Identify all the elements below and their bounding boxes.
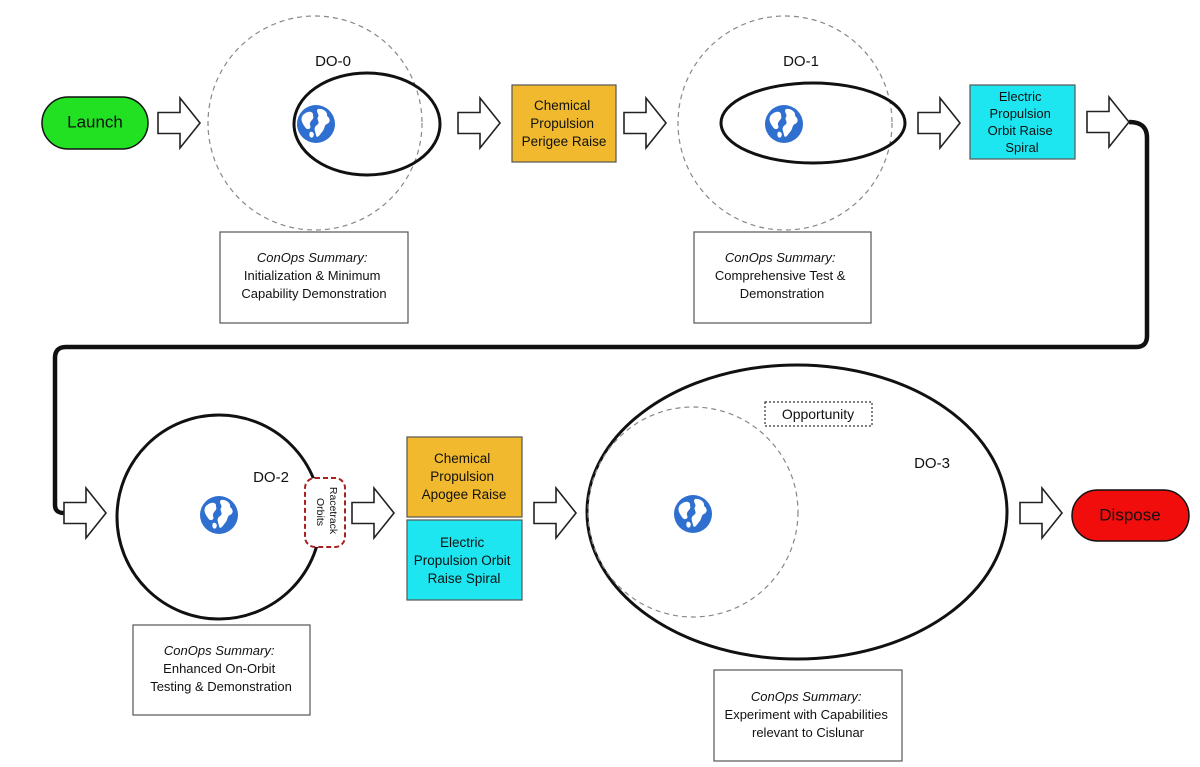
chem-apogee-line-2: Propulsion [430,469,494,484]
chem-perigee-line-3: Perigee Raise [522,134,607,149]
svg-text:Electric Propulsion Orbi: Electric Propulsion Orbit Raise Spiral [414,535,515,586]
elec-spiral-2-line-1: Electric [440,535,485,550]
flow-arrow-3 [623,95,668,151]
svg-text:Racetrack Orbits: Racetrack Orbits [314,487,339,537]
do1-summary-line-2: Demonstration [740,286,825,301]
do2-summary-box: ConOps Summary: Enhanced On-Orbit Testin… [132,624,311,716]
elec-spiral-1-line-1: Electric [999,89,1042,104]
summary-heading: ConOps Summary: [751,689,862,704]
racetrack-orbits-box [304,477,346,548]
earth-icon [765,105,803,143]
summary-heading: ConOps Summary: [164,643,275,658]
launch-node: Launch [41,96,149,150]
flow-arrow-9 [1019,485,1064,541]
row-connector-line [52,119,1150,516]
summary-heading: ConOps Summary: [257,250,368,265]
elec-spiral-2-node: Electric Propulsion Orbit Raise Spiral [406,519,523,601]
elec-spiral-1-line-4: Spiral [1005,140,1038,155]
earth-icon [200,496,238,534]
chem-perigee-node: Chemical Propulsion Perigee Raise [511,84,617,163]
svg-text:Chemical Propulsion: Chemical Propulsion Perigee Raise [522,98,607,149]
dispose-label: Dispose [1099,505,1160,524]
dispose-node: Dispose [1071,489,1190,542]
flow-arrow-2 [457,95,502,151]
do3-summary-line-2: relevant to Cislunar [752,725,865,740]
do2-orbit-group: DO-2 Racetrack Orbits [115,413,346,621]
do1-elliptical-orbit [719,81,907,165]
elec-spiral-1-node: Electric Propulsion Orbit Raise Spiral [969,84,1076,160]
svg-text:ConOps Summary: Experime: ConOps Summary: Experiment with Capabili… [725,689,892,740]
do0-summary-line-1: Initialization & Minimum [244,268,381,283]
svg-text:Electric Propulsion: Electric Propulsion Orbit Raise Spiral [988,89,1057,155]
opportunity-label: Opportunity [782,406,854,422]
flow-arrow-8 [533,485,578,541]
chem-apogee-node: Chemical Propulsion Apogee Raise [406,436,523,518]
svg-text:Chemical Propulsion: Chemical Propulsion Apogee Raise [422,451,507,502]
flow-arrows [63,94,1131,541]
do3-label: DO-3 [914,455,950,472]
flow-arrow-6 [63,485,108,541]
flow-arrow-7 [351,485,396,541]
elec-spiral-2-line-3: Raise Spiral [428,571,501,586]
svg-text:ConOps Summary: Initiali: ConOps Summary: Initialization & Minimum… [241,250,386,301]
do0-label: DO-0 [315,53,351,70]
chem-apogee-line-3: Apogee Raise [422,487,507,502]
svg-text:ConOps Summary: Comprehe: ConOps Summary: Comprehensive Test & Dem… [715,250,849,301]
flow-arrow-1 [157,95,202,151]
elec-spiral-1-line-3: Orbit Raise [988,123,1053,138]
elec-spiral-1-line-2: Propulsion [989,106,1050,121]
do3-elliptical-orbit [585,363,1009,661]
svg-text:ConOps Summary: Enhanced: ConOps Summary: Enhanced On-Orbit Testin… [150,643,292,694]
do1-summary-box: ConOps Summary: Comprehensive Test & Dem… [693,231,872,324]
do0-summary-line-2: Capability Demonstration [241,286,386,301]
do2-summary-line-1: Enhanced On-Orbit [163,661,275,676]
do3-summary-line-1: Experiment with Capabilities [725,707,889,722]
flow-arrow-5 [1086,94,1131,150]
earth-icon [297,105,335,143]
earth-icon [674,495,712,533]
chem-apogee-line-1: Chemical [434,451,490,466]
do3-summary-box: ConOps Summary: Experiment with Capabili… [713,669,903,762]
do0-orbit-group: DO-0 [207,15,442,231]
do0-reference-orbit [207,15,423,231]
do3-orbit-group: DO-3 Opportunity [585,363,1009,661]
elec-spiral-2-line-2: Propulsion Orbit [414,553,511,568]
do0-elliptical-orbit [292,71,442,177]
summary-heading: ConOps Summary: [725,250,836,265]
do1-reference-orbit [677,15,893,231]
do1-orbit-group: DO-1 [677,15,907,231]
do2-label: DO-2 [253,469,289,486]
launch-label: Launch [67,112,123,131]
do1-summary-line-1: Comprehensive Test & [715,268,846,283]
flow-arrow-4 [917,95,962,151]
opportunity-box [764,401,873,427]
do0-summary-box: ConOps Summary: Initialization & Minimum… [219,231,409,324]
do3-reference-orbit [587,406,799,618]
racetrack-line-2: Orbits [314,498,326,526]
chem-perigee-line-1: Chemical [534,98,590,113]
chem-perigee-line-2: Propulsion [530,116,594,131]
do2-summary-line-2: Testing & Demonstration [150,679,292,694]
do1-label: DO-1 [783,53,819,70]
racetrack-line-1: Racetrack [327,487,339,535]
